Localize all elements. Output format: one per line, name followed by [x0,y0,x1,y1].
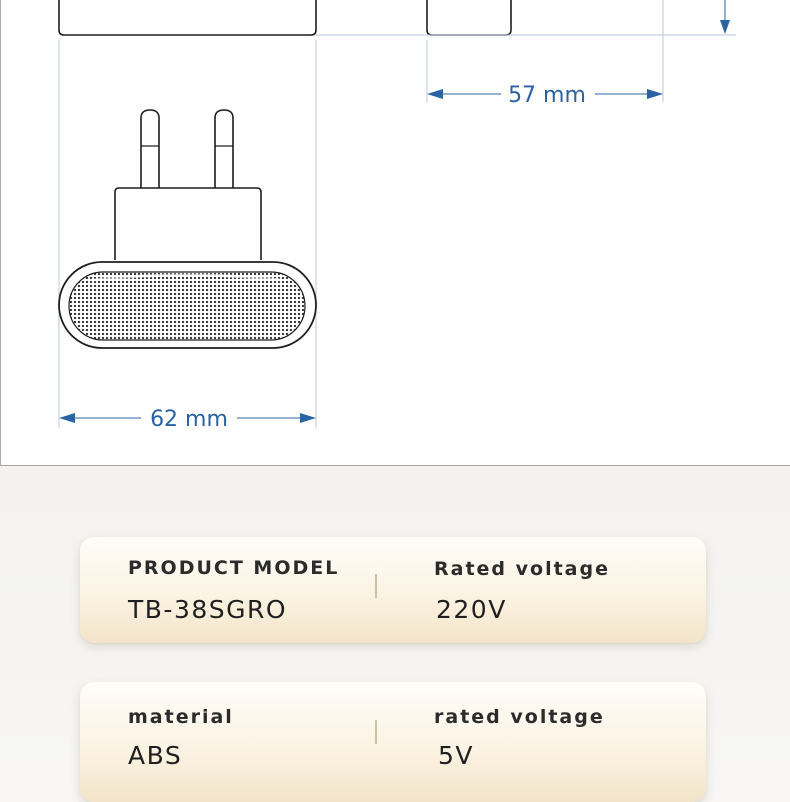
plug-body [114,187,262,260]
dimension-diagram: 57 mm 62 mm [0,0,790,466]
dimension-drawing: 57 mm 62 mm [58,0,736,432]
depth-arrow-right [647,89,663,99]
product-model-label: PRODUCT MODEL [128,557,340,579]
material-value: ABS [128,741,183,770]
spec-card-material-voltage: material ABS rated voltage 5V [80,682,706,802]
material-label: material [128,706,234,728]
top-view-side-outline [426,0,512,36]
grille-highlight [92,273,282,282]
width-dimension-label: 62 mm [150,407,228,432]
plug-prongs [140,109,234,188]
rated-voltage-value: 220V [436,595,507,624]
mesh-grille [68,271,306,341]
spec-divider [375,574,377,598]
top-view-front-outline [58,0,317,36]
plug-prong-left [140,109,160,188]
width-arrow-right [300,413,316,423]
output-voltage-label: rated voltage [434,706,605,728]
depth-arrow-left [427,89,443,99]
height-arrow [720,20,730,34]
rated-voltage-label: Rated voltage [434,558,610,580]
width-arrow-left [59,413,75,423]
output-voltage-value: 5V [438,741,475,770]
depth-dimension-label: 57 mm [508,83,586,108]
spec-divider [375,720,377,744]
product-model-value: TB-38SGRO [128,595,288,624]
spec-card-model-voltage: PRODUCT MODEL TB-38SGRO Rated voltage 22… [80,537,706,643]
plug-prong-right [214,109,234,188]
